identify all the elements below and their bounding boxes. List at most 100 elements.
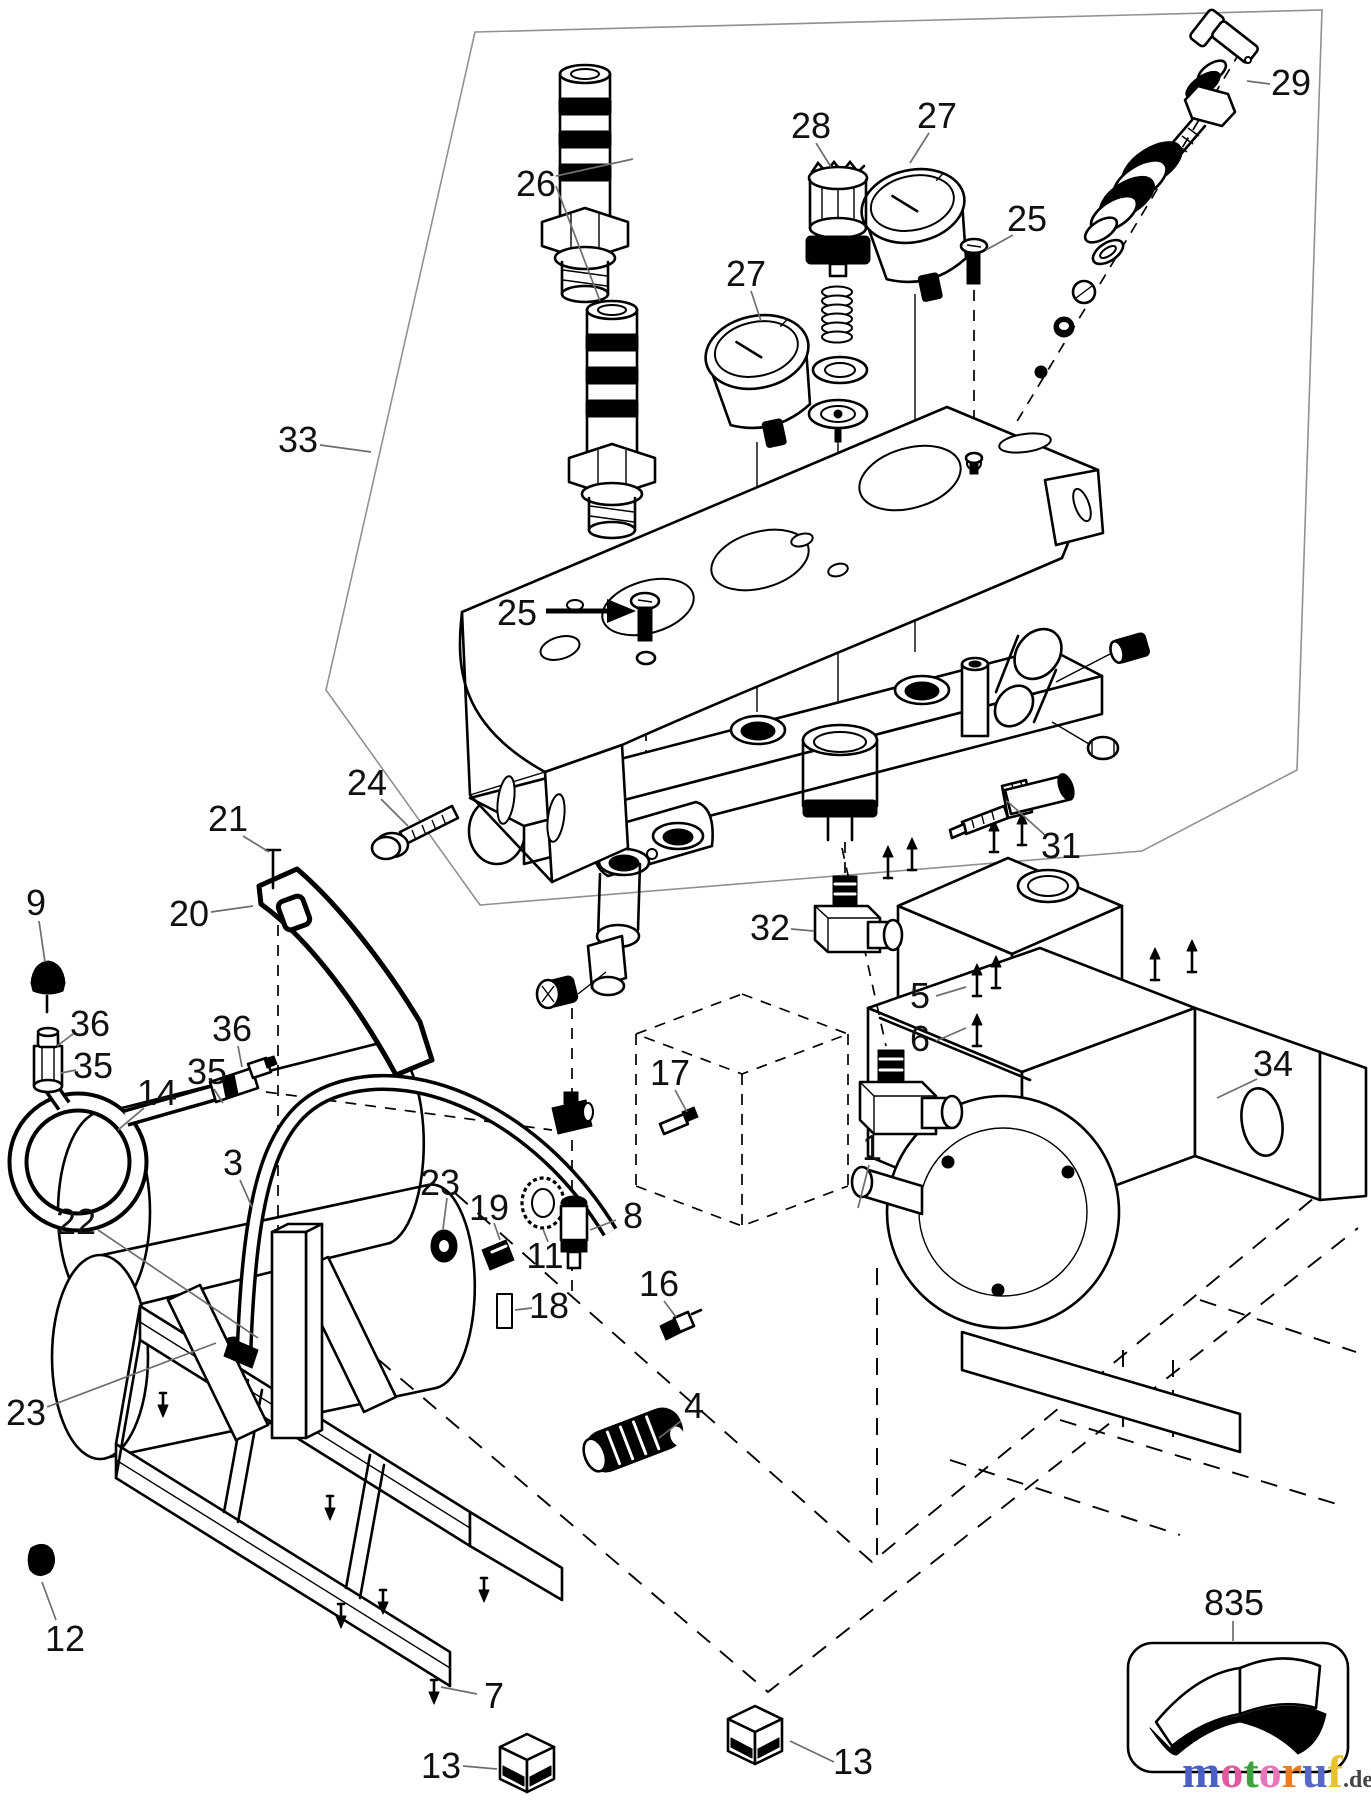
safety-valve-28 <box>805 159 871 443</box>
inlet-fitting <box>551 1091 594 1135</box>
part-number-36-right: 36 <box>212 1008 252 1049</box>
leader-line-36-right <box>237 1045 243 1068</box>
check-valve-cup <box>801 723 879 842</box>
handle-tube-22 <box>223 1073 618 1369</box>
manifold-ports <box>729 627 1150 761</box>
part-number-27-center: 27 <box>726 253 766 294</box>
part-number-21: 21 <box>208 798 248 839</box>
part-number-6: 6 <box>910 1018 930 1059</box>
part-number-33: 33 <box>278 419 318 460</box>
leader-line-26 <box>555 158 634 177</box>
leader-line-27-right <box>909 132 930 164</box>
part-number-22: 22 <box>56 1201 96 1242</box>
leader-line-33 <box>319 444 372 453</box>
part-number-26: 26 <box>516 163 556 204</box>
part-number-35-left: 35 <box>73 1045 113 1086</box>
leader-line-16 <box>663 1300 677 1318</box>
part-number-32: 32 <box>750 907 790 948</box>
part-number-17: 17 <box>650 1052 690 1093</box>
grommet-23-right <box>430 1229 458 1263</box>
shroud-bracket <box>966 432 1105 547</box>
leader-line-21 <box>242 835 270 853</box>
leader-line-18 <box>514 1307 533 1311</box>
twin-port-block <box>535 800 714 1010</box>
part-number-7: 7 <box>484 1675 504 1716</box>
leader-line-17 <box>674 1089 688 1113</box>
leader-line-31 <box>1006 800 1047 837</box>
leader-line-1 <box>857 1164 870 1209</box>
part-number-35-right: 35 <box>187 1051 227 1092</box>
part-number-14: 14 <box>137 1072 177 1113</box>
coiled-hose-14 <box>7 1026 278 1233</box>
pin-21 <box>264 848 282 890</box>
cap-nut-9 <box>30 960 66 1014</box>
engine-34 <box>850 811 1368 1454</box>
pressure-switch-31 <box>948 773 1075 840</box>
part-number-31: 31 <box>1041 825 1081 866</box>
leader-line-19 <box>493 1222 501 1241</box>
part-number-9: 9 <box>26 882 46 923</box>
part-number-25-left: 25 <box>497 592 537 633</box>
leader-line-5 <box>935 986 967 997</box>
hose-fitting-35-left <box>32 1044 64 1094</box>
leader-line-12 <box>41 1581 57 1621</box>
manifold-assembly <box>467 51 1241 1136</box>
outlet-elbow <box>858 1049 964 1136</box>
part-number-24: 24 <box>347 762 387 803</box>
component-box-1 <box>633 993 851 1227</box>
leader-line-24 <box>380 798 409 827</box>
part-number-18: 18 <box>529 1285 569 1326</box>
hose-coupler-35-right <box>208 1066 260 1104</box>
leader-line-36-left <box>56 1033 74 1047</box>
part-number-34: 34 <box>1253 1043 1293 1084</box>
support-bracket-20 <box>256 866 435 1078</box>
open-book-icon <box>1149 1657 1327 1756</box>
part-number-29: 29 <box>1271 62 1311 103</box>
part-number-16: 16 <box>639 1263 679 1304</box>
hose-4 <box>582 1407 685 1473</box>
leader-line-3 <box>239 1179 253 1208</box>
handle-post <box>270 1222 324 1440</box>
lag-bolt-24 <box>370 804 460 861</box>
leader-line-32 <box>790 928 815 932</box>
leader-line-6 <box>935 1027 967 1042</box>
screw-25-right <box>959 237 989 285</box>
manual-835 <box>1126 1641 1350 1774</box>
part-number-1: 1 <box>862 1127 882 1168</box>
stud-17 <box>658 1106 699 1136</box>
leader-line-34 <box>1216 1078 1258 1099</box>
screw-25-left <box>629 591 661 666</box>
leader-line-35-right <box>213 1088 224 1104</box>
rubber-feet-13 <box>498 1704 784 1794</box>
leader-line-9 <box>38 920 46 963</box>
part-number-36-left: 36 <box>70 1003 110 1044</box>
shroud-33 <box>458 405 1105 884</box>
nut-36-right <box>246 1055 278 1080</box>
leader-line-8 <box>589 1219 617 1231</box>
leader-line-4 <box>658 1420 682 1439</box>
part-number-4: 4 <box>684 1385 704 1426</box>
part-number-835: 835 <box>1204 1582 1264 1623</box>
part-number-3: 3 <box>223 1142 243 1183</box>
part-number-27-right: 27 <box>917 95 957 136</box>
part-number-13-left: 13 <box>421 1745 461 1786</box>
part-number-20: 20 <box>169 893 209 934</box>
leader-line-13-right <box>789 1740 835 1763</box>
leader-line-25-right <box>985 234 1014 251</box>
arrow-head-25-left <box>607 599 636 623</box>
knurled-ring-11 <box>520 1176 566 1230</box>
elbow-32 <box>813 875 904 954</box>
relief-valve-8 <box>559 1195 589 1270</box>
part-number-13-right: 13 <box>833 1741 873 1782</box>
part-number-8: 8 <box>623 1195 643 1236</box>
shroud-holes <box>539 444 962 661</box>
hose-fitting-26-lower <box>567 299 657 540</box>
leader-line-28 <box>815 142 832 168</box>
part-number-28: 28 <box>791 105 831 146</box>
drain-valve-29 <box>964 8 1259 475</box>
part-number-19: 19 <box>469 1187 509 1228</box>
bracket-screw <box>964 451 984 475</box>
leader-line-7 <box>440 1686 478 1695</box>
part-number-12: 12 <box>45 1618 85 1659</box>
leader-line-29 <box>1246 80 1271 85</box>
